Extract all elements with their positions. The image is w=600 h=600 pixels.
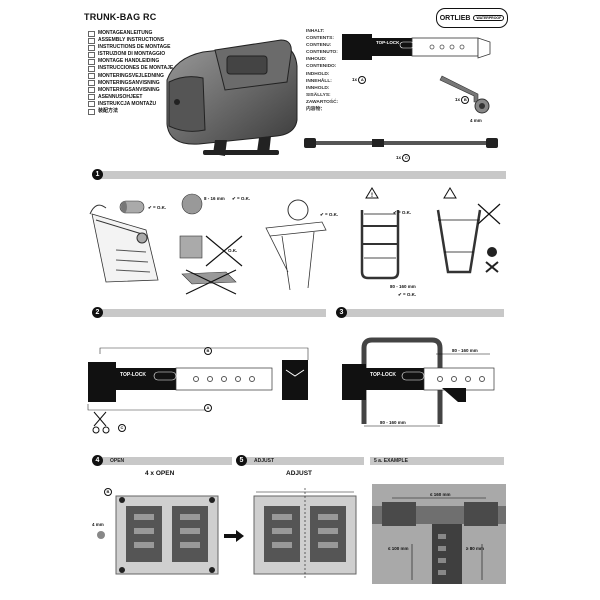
flag-icon	[88, 73, 95, 80]
step-6-title: 5 a. EXAMPLE	[374, 458, 408, 464]
language-item: MONTERINGSANVISNING	[88, 80, 173, 87]
language-item: ASSEMBLY INSTRUCTIONS	[88, 37, 173, 44]
contents-list: INHALT: CONTENTS: CONTENU: CONTENUTO: IN…	[306, 29, 339, 113]
baseplate-open-illustration	[115, 495, 219, 575]
bottom-range-label: 80 - 160 mm	[380, 420, 406, 425]
document-title: TRUNK-BAG RC	[84, 12, 157, 22]
range-ok: ✔ = O.K.	[398, 292, 417, 297]
hex-size-label: 4 mm	[470, 118, 482, 123]
language-item: INSTRUKCJA MONTAŻU	[88, 101, 173, 108]
ok-mark: ✔ = O.K.	[393, 210, 412, 215]
step-bar-3	[338, 309, 504, 317]
strap-part	[304, 138, 498, 148]
tube-range-label: 8 - 16 mm	[204, 196, 225, 201]
flag-icon	[88, 37, 95, 44]
flag-icon	[88, 94, 95, 101]
language-list: MONTAGEANLEITUNG ASSEMBLY INSTRUCTIONS I…	[88, 30, 173, 115]
language-item: MONTERINGSVEJLEDNING	[88, 73, 173, 80]
step-5-title: ADJUST	[254, 458, 275, 464]
trunk-bag-illustration	[166, 39, 298, 156]
step-4-heading: 4 x OPEN	[145, 470, 175, 477]
tapered-rack-diagram	[436, 187, 501, 274]
language-item: MONTAGEANLEITUNG	[88, 30, 173, 37]
svg-text:TOP-LOCK: TOP-LOCK	[370, 372, 396, 378]
ok-mark: ✔ = O.K.	[148, 205, 167, 210]
example-dim-left: ≤ 100 mm	[388, 546, 409, 551]
step-5-badge: 5	[236, 455, 247, 466]
toplock-label: TOP-LOCK	[376, 40, 400, 45]
part-c-label: 1x C	[396, 154, 411, 162]
rack-illustration	[265, 199, 327, 291]
step-2-badge: 2	[92, 307, 103, 318]
flag-icon	[88, 80, 95, 87]
range-label: 80 - 160 mm	[390, 284, 416, 289]
ref-b-label: B	[204, 347, 212, 355]
brand-logo: ORTLIEB WATERPROOF	[436, 8, 508, 28]
step-1-badge: 1	[92, 169, 103, 180]
ref-a-label: A	[204, 404, 212, 412]
rack-clamp-illustration	[89, 204, 159, 283]
rack-mount-illustration: TOP-LOCK	[342, 337, 495, 427]
step-3-badge: 3	[336, 307, 347, 318]
step-4-badge: 4	[92, 455, 103, 466]
example-dim-right: ≥ 80 mm	[466, 546, 484, 551]
step-bar-4	[96, 457, 232, 465]
flag-icon	[88, 44, 95, 51]
step-bar-5	[238, 457, 364, 465]
flag-icon	[88, 66, 95, 73]
baseplate-adjust-illustration	[253, 488, 357, 578]
tube-illustration	[119, 200, 145, 214]
part-b-label: 1x B	[455, 96, 470, 104]
ok-mark: ✔ = O.K.	[232, 196, 251, 201]
step-bar-2	[96, 309, 326, 317]
ref-c-label: C	[118, 424, 126, 432]
step-bar-6	[370, 457, 504, 465]
language-item: INSTRUCTIONS DE MONTAGE	[88, 44, 173, 51]
flag-icon	[88, 101, 95, 108]
flag-icon	[88, 58, 95, 65]
step-5-heading: ADJUST	[286, 470, 313, 477]
language-item: 装配方法	[88, 108, 173, 115]
language-item: ISTRUZIONI DI MONTAGGIO	[88, 51, 173, 58]
round-tube-illustration	[181, 193, 203, 215]
language-item: MONTERINGSANVISNING	[88, 87, 173, 94]
step-4-hex-label: 4 mm	[92, 522, 104, 527]
language-item: INSTRUCCIONES DE MONTAJE	[88, 65, 173, 73]
not-ok-mark: O.K.	[228, 248, 238, 253]
toplock-plate-part: TOP-LOCK	[342, 34, 491, 60]
hex-bolt-icon	[97, 531, 105, 539]
toplock-insertion-illustration: TOP-LOCK	[87, 347, 309, 434]
arrow-right-icon	[224, 530, 244, 542]
flag-icon	[88, 30, 95, 37]
language-item: ASENNUSOHJEET	[88, 94, 173, 101]
example-dim-top: ≤ 160 mm	[430, 492, 451, 497]
part-a-label: 1x A	[352, 76, 367, 84]
step-4-ref-b: B	[104, 488, 112, 496]
rack-width-diagram: !	[360, 187, 400, 280]
wrong-tube-illustration	[179, 235, 243, 295]
step-bar-1	[96, 171, 506, 179]
hex-key-part	[439, 75, 490, 114]
example-photo	[372, 484, 506, 584]
language-item: MONTAGE HANDLEIDING	[88, 58, 173, 65]
top-range-label: 80 - 160 mm	[452, 348, 478, 353]
ok-mark: ✔ = O.K.	[320, 212, 339, 217]
svg-text:!: !	[371, 193, 373, 199]
flag-icon	[88, 51, 95, 58]
step-4-title: OPEN	[110, 458, 125, 464]
flag-icon	[88, 108, 95, 115]
flag-icon	[88, 87, 95, 94]
svg-text:TOP-LOCK: TOP-LOCK	[120, 372, 146, 378]
